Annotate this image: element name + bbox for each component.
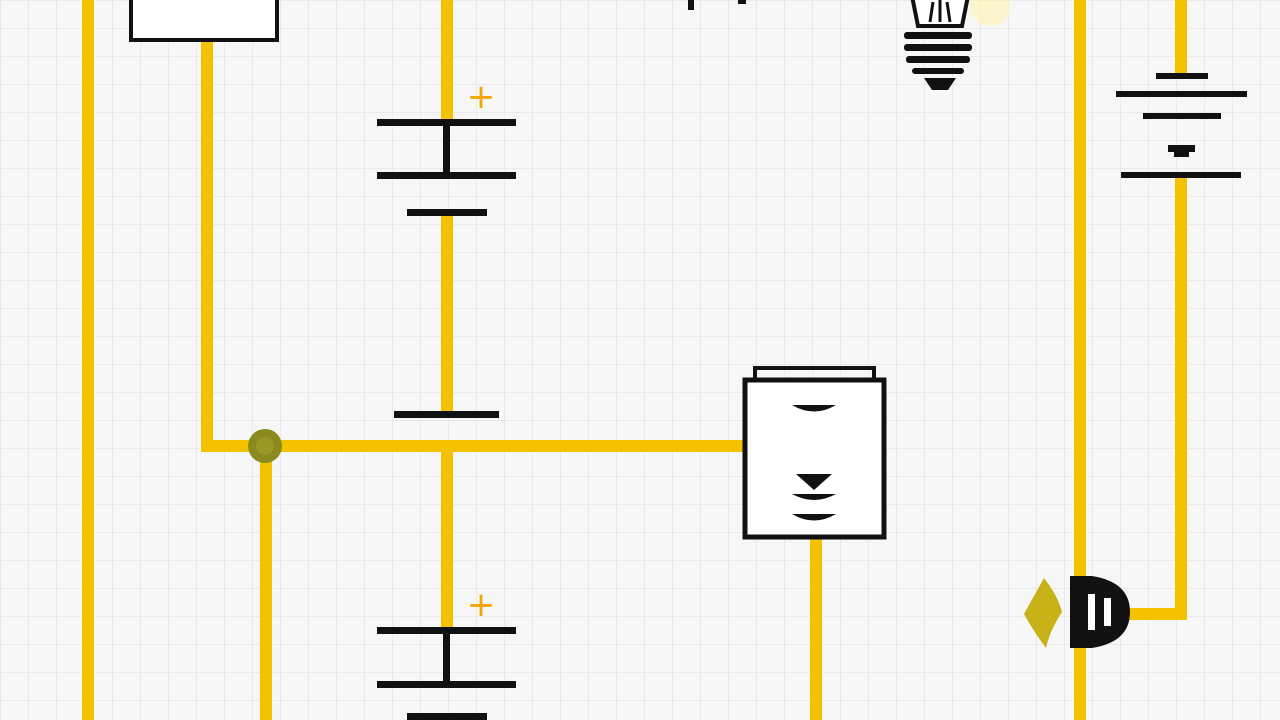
device-box-body [742,377,887,540]
lamp-thread-2 [904,44,972,51]
plate-long-1 [377,119,516,126]
battery-left-upper: + [377,77,516,216]
plate-short [407,713,487,720]
cell-plate-1 [1156,73,1208,79]
cell-plate-4b [1174,152,1189,157]
buzzer-body [1070,576,1130,648]
plate-long-2 [377,172,516,179]
buzzer [1024,576,1130,648]
lamp [904,0,1010,90]
lamp-thread-1 [904,32,972,39]
lamp-filament [928,0,952,23]
buzzer-slot-1 [1088,594,1095,630]
cell-right [1116,73,1247,178]
battery-mid-plate [394,411,499,418]
plate-stem [443,634,450,682]
plate-long-2 [377,681,516,688]
buzzer-spark [1024,578,1062,648]
top-mark-2 [738,0,746,4]
polarity-plus-upper: + [467,77,496,117]
plate-long-1 [377,627,516,634]
plate-short [407,209,487,216]
cell-plate-5 [1121,172,1241,178]
device-glyph-top [792,405,836,412]
lamp-thread-4 [912,68,964,74]
junction-dot-highlight [256,437,274,455]
buzzer-slot-2 [1104,598,1111,626]
device-glyph-bottom [792,494,836,521]
lamp-glow [970,0,1010,26]
top-mark-1 [688,0,694,10]
battery-left-lower: + [377,585,516,720]
device-box-lid-back [753,366,876,384]
top-partial-marks [688,0,746,10]
device-box [742,366,887,540]
cell-plate-3 [1143,113,1221,119]
polarity-plus-lower: + [467,585,496,625]
cell-plate-2 [1116,91,1247,97]
lamp-tip [924,78,956,90]
device-glyph-mid [796,474,832,490]
box-top-left [129,0,279,42]
cell-plate-4 [1168,145,1195,152]
lamp-thread-3 [906,56,970,63]
plate-stem [443,126,450,174]
